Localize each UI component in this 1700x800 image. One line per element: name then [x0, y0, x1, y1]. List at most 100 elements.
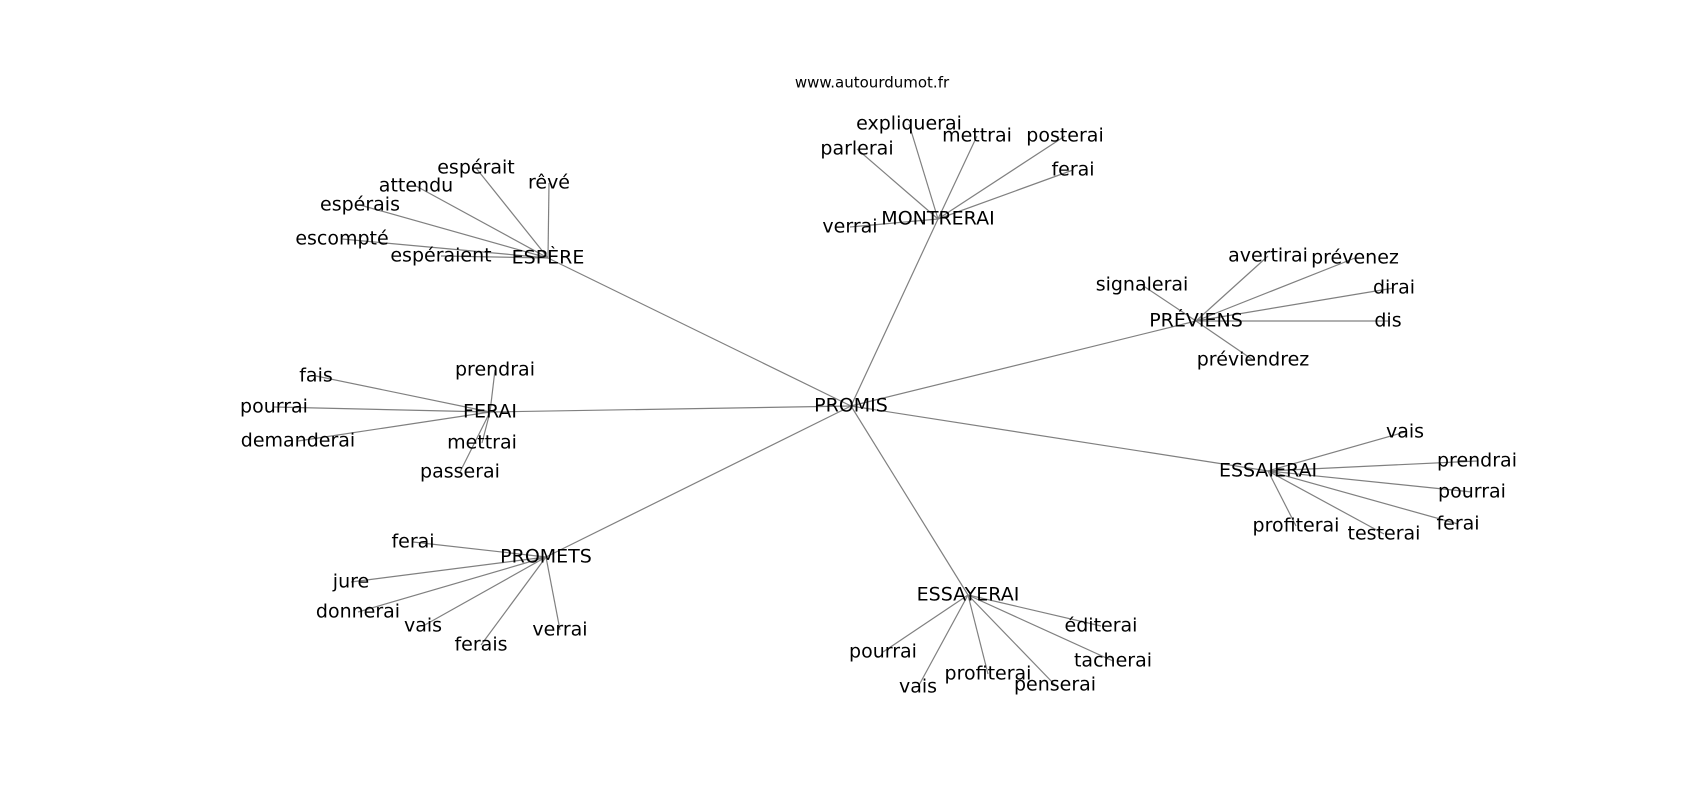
leaf-node: ferai — [1051, 159, 1094, 181]
leaf-node: éditerai — [1065, 615, 1138, 637]
edge-hub-leaf — [415, 185, 549, 259]
leaf-node: testerai — [1348, 523, 1421, 545]
leaf-node: pourrai — [240, 396, 308, 418]
leaf-node: expliquerai — [856, 113, 962, 135]
leaf-node: mettrai — [447, 432, 517, 454]
edge-hub-leaf — [967, 594, 1056, 686]
edge-hub-leaf — [967, 594, 1102, 627]
leaf-node: vais — [404, 615, 442, 637]
edge-root-hub — [850, 405, 1269, 472]
leaf-node: parlerai — [820, 138, 893, 160]
leaf-node: fais — [299, 365, 333, 387]
edge-root-hub — [850, 405, 969, 596]
leaf-node: prendrai — [455, 359, 535, 381]
edge-hub-leaf — [297, 411, 491, 442]
leaf-node: prévenez — [1311, 247, 1399, 269]
edges — [273, 123, 1478, 688]
edge-hub-leaf — [481, 411, 491, 444]
edge-hub-leaf — [908, 123, 939, 220]
leaf-node: ferais — [454, 634, 507, 656]
root-node: PROMIS — [814, 395, 888, 417]
leaf-node: vais — [899, 676, 937, 698]
edge-root-hub — [547, 257, 852, 407]
leaf-node: dirai — [1373, 277, 1415, 299]
leaf-node: jure — [332, 571, 369, 593]
edge-hub-leaf — [273, 406, 491, 413]
edge-root-hub — [489, 405, 852, 413]
edge-hub-leaf — [1267, 470, 1459, 525]
edge-root-hub — [850, 320, 1197, 407]
leaf-node: profiterai — [1253, 515, 1340, 537]
edge-hub-leaf — [350, 556, 547, 583]
leaf-node: donnerai — [316, 601, 400, 623]
edge-hub-leaf — [967, 594, 1114, 662]
edge-hub-leaf — [422, 556, 547, 627]
leaf-node: verrai — [532, 619, 587, 641]
edge-hub-leaf — [1267, 460, 1478, 472]
edge-hub-leaf — [849, 218, 939, 228]
leaf-node: escompté — [295, 228, 388, 250]
edge-hub-leaf — [357, 556, 547, 613]
leaf-node: ferai — [1436, 513, 1479, 535]
edge-hub-leaf — [856, 148, 939, 220]
leaf-node: prendrai — [1437, 450, 1517, 472]
leaf-node: avertirai — [1228, 245, 1308, 267]
hub-node: FERAI — [463, 401, 517, 423]
edge-hub-leaf — [489, 369, 496, 413]
hub-node: MONTRERAI — [881, 208, 994, 230]
leaf-node: penserai — [1014, 674, 1096, 696]
edge-hub-leaf — [315, 375, 491, 413]
leaf-node: verrai — [822, 216, 877, 238]
edge-root-hub — [850, 218, 939, 407]
leaf-node: dis — [1374, 310, 1401, 332]
edge-hub-leaf — [882, 594, 969, 653]
edge-hub-leaf — [937, 169, 1074, 220]
edge-hub-leaf — [1267, 470, 1297, 527]
leaf-node: profiterai — [945, 663, 1032, 685]
hub-node: PROMETS — [500, 546, 592, 568]
leaf-node: demanderai — [241, 430, 355, 452]
edge-hub-leaf — [459, 411, 491, 473]
edge-hub-leaf — [1195, 257, 1356, 322]
edge-hub-leaf — [937, 135, 978, 220]
edge-hub-leaf — [1267, 470, 1385, 535]
leaf-node: attendu — [379, 175, 453, 197]
edge-hub-leaf — [1195, 287, 1395, 322]
leaf-node: espéraient — [390, 245, 491, 267]
hub-node: ESPÈRE — [512, 246, 585, 269]
source-label: www.autourdumot.fr — [795, 74, 950, 92]
edge-hub-leaf — [440, 255, 549, 259]
edge-hub-leaf — [1195, 255, 1269, 322]
leaf-node: mettrai — [942, 125, 1012, 147]
edge-hub-leaf — [937, 135, 1066, 220]
leaf-node: espérais — [320, 194, 400, 216]
edge-hub-leaf — [1141, 284, 1197, 322]
leaf-node: pourrai — [849, 641, 917, 663]
leaf-node: préviendrez — [1197, 349, 1310, 371]
leaf-node: tacherai — [1074, 650, 1152, 672]
leaf-node: ferai — [391, 531, 434, 553]
edge-hub-leaf — [480, 556, 547, 646]
leaf-node: pourrai — [1438, 481, 1506, 503]
leaf-node: rêvé — [528, 172, 570, 194]
leaf-node: vais — [1386, 421, 1424, 443]
edge-hub-leaf — [545, 556, 561, 631]
hub-node: PRÉVIENS — [1149, 309, 1243, 332]
edge-hub-leaf — [967, 594, 989, 675]
edge-hub-leaf — [412, 541, 547, 558]
edge-hub-leaf — [341, 238, 549, 259]
leaf-node: espérait — [437, 157, 515, 179]
edge-hub-leaf — [1195, 320, 1254, 361]
edge-hub-leaf — [1267, 431, 1406, 472]
hub-node: ESSAYERAI — [917, 584, 1020, 606]
leaf-node: passerai — [420, 461, 500, 483]
leaf-node: posterai — [1026, 125, 1103, 147]
hub-node: ESSAIERAI — [1219, 460, 1317, 482]
edge-hub-leaf — [475, 167, 549, 259]
edge-hub-leaf — [1267, 470, 1473, 493]
leaf-node: signalerai — [1096, 274, 1189, 296]
edge-hub-leaf — [359, 204, 549, 259]
edge-root-hub — [545, 405, 852, 558]
